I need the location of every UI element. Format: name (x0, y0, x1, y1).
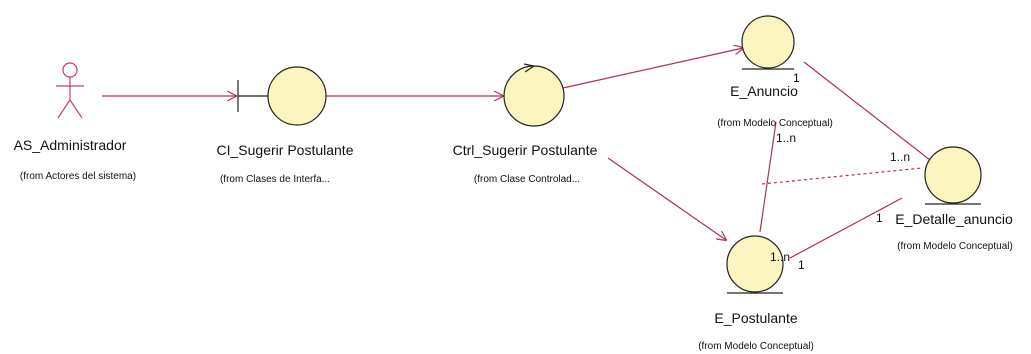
actor-from: (from Actores del sistema) (19, 171, 137, 182)
dependency-line (761, 167, 923, 185)
multiplicity-detalle-one: 1 (876, 211, 883, 225)
boundary-icon[interactable] (237, 66, 327, 126)
postulante-name: E_Postulante (714, 310, 798, 326)
multiplicity-postulante-one: 1 (798, 258, 805, 272)
detalle-from: (from Modelo Conceptual) (897, 241, 1013, 252)
control-icon[interactable] (503, 63, 565, 127)
actor-name: AS_Administrador (13, 137, 127, 153)
multiplicity-postulante-many: 1..n (770, 250, 791, 264)
entity-detalle-icon[interactable] (924, 146, 982, 205)
link-control-anuncio (562, 48, 743, 89)
assoc-anuncio-detalle (803, 61, 931, 161)
anuncio-from: (from Modelo Conceptual) (717, 118, 833, 129)
boundary-from: (from Clases de Interfa... (219, 174, 331, 185)
control-from: (from Clase Controlad... (473, 174, 581, 185)
multiplicity-anuncio-many: 1..n (776, 131, 797, 145)
assoc-postulante-detalle (789, 197, 903, 259)
control-name: Ctrl_Sugerir Postulante (452, 142, 598, 158)
anuncio-name: E_Anuncio (730, 83, 798, 99)
boundary-name: CI_Sugerir Postulante (216, 142, 354, 158)
multiplicity-anuncio-one: 1 (793, 71, 800, 85)
postulante-from: (from Modelo Conceptual) (698, 341, 814, 352)
multiplicity-detalle-many: 1..n (890, 150, 911, 164)
entity-postulante-icon[interactable] (726, 235, 784, 294)
link-control-postulante (607, 157, 726, 240)
detalle-name: E_Detalle_anuncio (895, 211, 1013, 227)
assoc-anuncio-postulante (759, 121, 777, 233)
actor-icon[interactable] (56, 62, 84, 119)
entity-anuncio-icon[interactable] (741, 15, 795, 70)
